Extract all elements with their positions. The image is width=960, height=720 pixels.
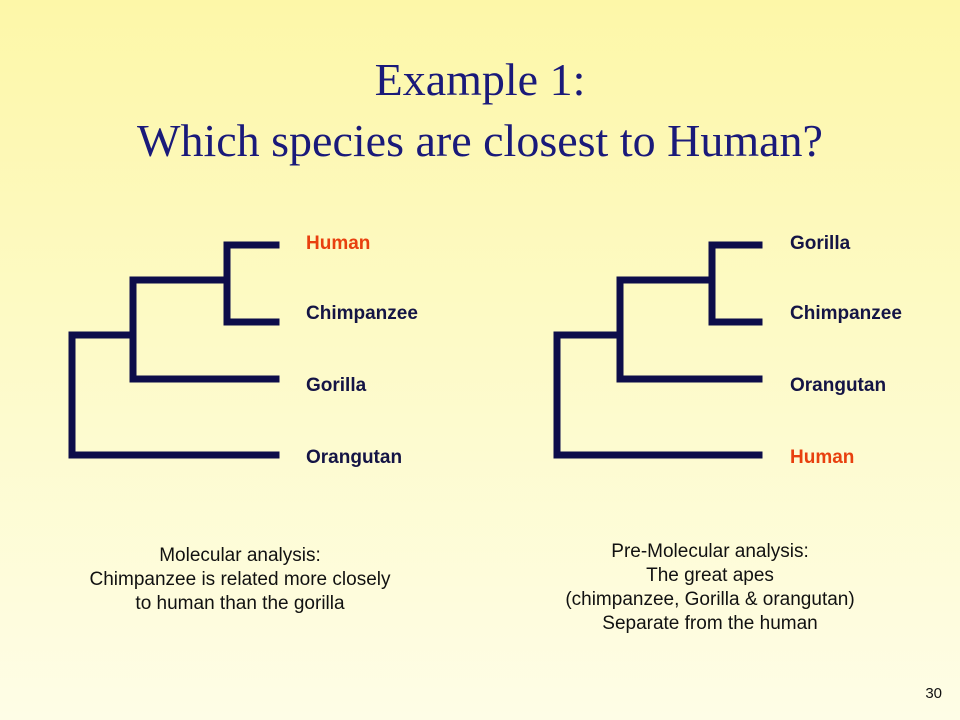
tree-left-clade-1 bbox=[223, 241, 280, 326]
tree-right-clade-2 bbox=[616, 276, 763, 383]
tree-left-leaf-2: Chimpanzee bbox=[306, 303, 418, 324]
slide-number: 30 bbox=[925, 685, 942, 702]
caption-molecular-analysis: Molecular analysis: Chimpanzee is relate… bbox=[40, 544, 440, 616]
tree-right-clade-1 bbox=[708, 241, 763, 326]
tree-left-leaf-3: Gorilla bbox=[306, 375, 367, 396]
caption-right-line-4: Separate from the human bbox=[602, 613, 818, 634]
caption-pre-molecular-analysis: Pre-Molecular analysis: The great apes (… bbox=[510, 540, 910, 636]
caption-left-line-2: Chimpanzee is related more closely bbox=[89, 569, 391, 590]
slide-title-line-1: Example 1: bbox=[374, 54, 586, 105]
caption-right-line-3: (chimpanzee, Gorilla & orangutan) bbox=[565, 589, 855, 610]
caption-left-line-1: Molecular analysis: bbox=[159, 545, 321, 566]
tree-left-root bbox=[68, 331, 280, 459]
slide-title-line-2: Which species are closest to Human? bbox=[137, 115, 823, 166]
tree-left-leaf-1: Human bbox=[306, 233, 371, 254]
tree-right-leaf-4: Human bbox=[790, 447, 855, 468]
tree-right-root bbox=[553, 331, 763, 459]
tree-right-leaf-2: Chimpanzee bbox=[790, 303, 902, 324]
caption-left-line-3: to human than the gorilla bbox=[135, 593, 345, 614]
tree-right-leaf-3: Orangutan bbox=[790, 375, 887, 396]
tree-right-leaf-1: Gorilla bbox=[790, 233, 851, 254]
tree-left-clade-2 bbox=[129, 276, 280, 383]
tree-left-leaf-4: Orangutan bbox=[306, 447, 403, 468]
caption-right-line-1: Pre-Molecular analysis: bbox=[611, 541, 809, 562]
caption-right-line-2: The great apes bbox=[646, 565, 774, 586]
